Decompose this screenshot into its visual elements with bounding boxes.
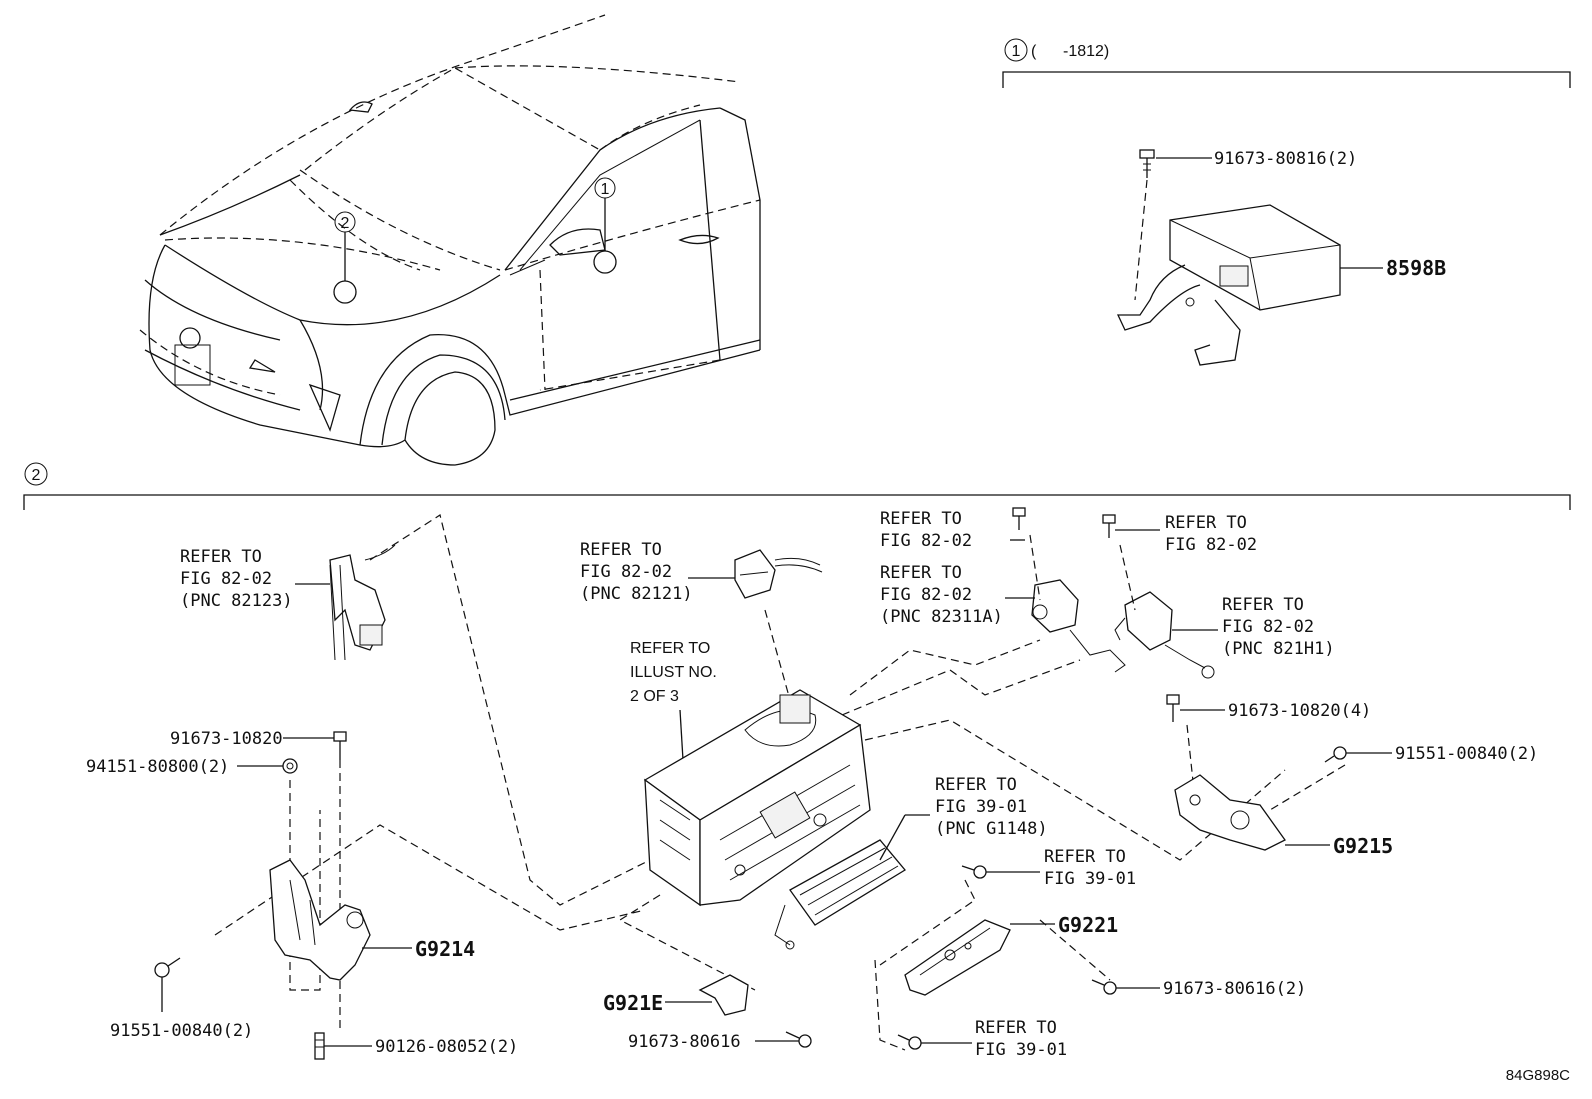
refer-g1148-line1[interactable]: REFER TO — [935, 775, 1017, 795]
refer-82311a-line1[interactable]: REFER TO — [880, 563, 962, 583]
part-91673-80616-2[interactable]: 91673-80616(2) — [1163, 979, 1306, 999]
car-marker-1: 1 — [601, 181, 610, 198]
bracket-g9214 — [269, 859, 371, 981]
refer-8202-a-line2[interactable]: FIG 82-02 — [880, 531, 972, 551]
bolt-icon — [333, 731, 347, 760]
refer-3901-b-line2[interactable]: FIG 39-01 — [975, 1040, 1067, 1060]
bolt-icon — [961, 865, 987, 879]
refer-illust-line2[interactable]: ILLUST NO. — [630, 664, 717, 681]
refer-g1148-line3[interactable]: (PNC G1148) — [935, 819, 1048, 839]
part-91673-80616[interactable]: 91673-80616 — [628, 1032, 741, 1052]
part-91673-10820[interactable]: 91673-10820 — [170, 729, 283, 749]
part-g9214[interactable]: G9214 — [415, 937, 475, 961]
section1-range: ( -1812) — [1031, 43, 1109, 60]
refer-82311a-line2[interactable]: FIG 82-02 — [880, 585, 972, 605]
part-90126-08052-2[interactable]: 90126-08052(2) — [375, 1037, 518, 1057]
stud-bolt-icon — [314, 1032, 325, 1060]
bracket-g921e — [698, 974, 749, 1016]
refer-8202-b-line2[interactable]: FIG 82-02 — [1165, 535, 1257, 555]
refer-8202-b-line1[interactable]: REFER TO — [1165, 513, 1247, 533]
sensor-82311a — [1031, 579, 1126, 673]
section2-number: 2 — [32, 467, 41, 484]
sensor-821h1 — [1114, 591, 1215, 679]
refer-3901-a-line1[interactable]: REFER TO — [1044, 847, 1126, 867]
part-91673-80816-2[interactable]: 91673-80816(2) — [1214, 149, 1357, 169]
bolt-icon — [1139, 149, 1155, 178]
refer-82121-line1[interactable]: REFER TO — [580, 540, 662, 560]
refer-821h1-line3[interactable]: (PNC 821H1) — [1222, 639, 1335, 659]
refer-82123-line2[interactable]: FIG 82-02 — [180, 569, 272, 589]
part-g9215[interactable]: G9215 — [1333, 834, 1393, 858]
part-94151-80800-2[interactable]: 94151-80800(2) — [86, 757, 229, 777]
refer-821h1-line1[interactable]: REFER TO — [1222, 595, 1304, 615]
refer-3901-a-line2[interactable]: FIG 39-01 — [1044, 869, 1136, 889]
refer-3901-b-line1[interactable]: REFER TO — [975, 1018, 1057, 1038]
part-g9221[interactable]: G9221 — [1058, 913, 1118, 937]
connector-82121 — [734, 549, 823, 599]
bolt-icon — [154, 957, 181, 1012]
ecu-module-8598b — [1116, 204, 1341, 366]
nut-icon — [282, 758, 298, 774]
section1-number: 1 — [1012, 43, 1021, 60]
car-marker-2: 2 — [341, 215, 350, 232]
cover-g9221 — [904, 919, 1011, 996]
bolt-icon — [1166, 694, 1180, 722]
refer-82311a-line3[interactable]: (PNC 82311A) — [880, 607, 1003, 627]
part-91673-10820-4[interactable]: 91673-10820(4) — [1228, 701, 1371, 721]
inverter-assembly — [643, 689, 871, 907]
part-g921e[interactable]: G921E — [603, 991, 663, 1015]
car-illustration: 2 1 — [139, 14, 761, 466]
section-1: 1 ( -1812) 91673-80816(2) 8598B — [1002, 38, 1571, 366]
section-2: REFER TO FIG 82-02 (PNC 82123) REFER TO … — [86, 507, 1538, 1060]
bolt-icon — [1091, 979, 1117, 995]
bolt-icon — [785, 1031, 812, 1048]
part-91551-00840-2-left[interactable]: 91551-00840(2) — [110, 1021, 253, 1041]
bolt-icon — [1324, 746, 1347, 763]
bracket-g9215 — [1174, 774, 1286, 851]
refer-illust-line1[interactable]: REFER TO — [630, 640, 710, 657]
sensor-82123 — [329, 544, 396, 661]
bolt-icon — [897, 1034, 922, 1050]
bolt-icon — [1102, 514, 1116, 538]
diagram-code: 84G898C — [1506, 1067, 1570, 1084]
plate-g1148 — [774, 839, 906, 950]
part-8598b[interactable]: 8598B — [1386, 256, 1446, 280]
refer-82121-line3[interactable]: (PNC 82121) — [580, 584, 693, 604]
refer-821h1-line2[interactable]: FIG 82-02 — [1222, 617, 1314, 637]
refer-g1148-line2[interactable]: FIG 39-01 — [935, 797, 1027, 817]
refer-82123-line3[interactable]: (PNC 82123) — [180, 591, 293, 611]
refer-8202-a-line1[interactable]: REFER TO — [880, 509, 962, 529]
refer-82121-line2[interactable]: FIG 82-02 — [580, 562, 672, 582]
refer-82123-line1[interactable]: REFER TO — [180, 547, 262, 567]
bolt-icon — [1012, 507, 1026, 530]
refer-illust-line3[interactable]: 2 OF 3 — [630, 688, 679, 705]
part-91551-00840-2-right[interactable]: 91551-00840(2) — [1395, 744, 1538, 764]
